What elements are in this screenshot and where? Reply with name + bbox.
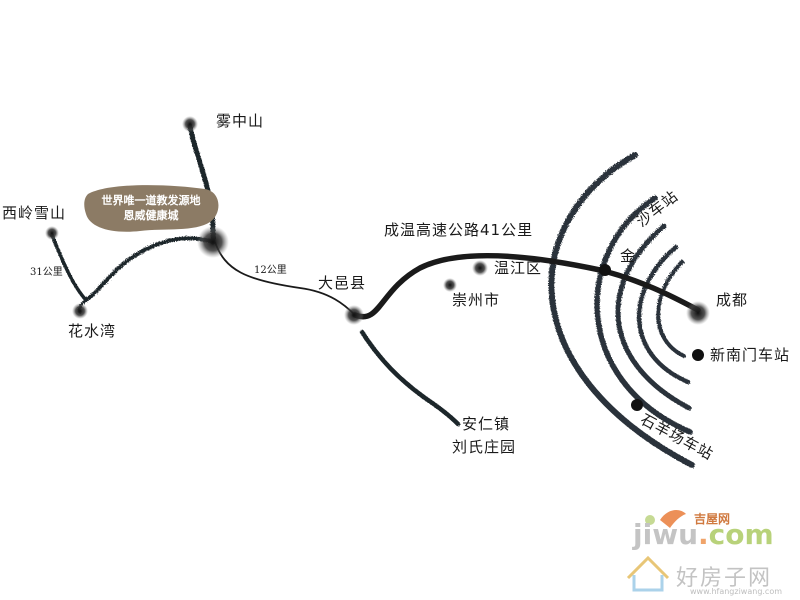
label-chengdu: 成都: [716, 291, 749, 309]
road-anren: [359, 329, 461, 427]
label-dayixian: 大邑县: [318, 274, 367, 292]
watermark-hfz-brand: 好房子网: [676, 566, 773, 591]
highlight-line-2: 恩威健康城: [123, 209, 179, 222]
node-wenjiangqu: [472, 260, 488, 276]
label-jinsha-a: 金: [620, 247, 637, 265]
label-anrenzhen: 安仁镇: [462, 415, 511, 433]
node-enwei: [197, 226, 229, 258]
label-xinnanmen: 新南门车站: [710, 346, 791, 364]
node-huashuiwan: [72, 303, 88, 319]
watermark-jiwu-a: jiwu: [633, 518, 698, 551]
watermark-hfz-url: www.hfangziwang.com: [690, 587, 783, 596]
nodes: [45, 116, 710, 411]
hfz-logo-icon: [626, 555, 670, 592]
node-xilingxueshan: [45, 226, 59, 240]
node-jinsha: [599, 264, 611, 276]
node-dayixian: [344, 305, 364, 325]
label-liushizhuangyuan: 刘氏庄园: [452, 438, 517, 456]
highlight-blob: [84, 185, 219, 232]
label-xilingxueshan: 西岭雪山: [2, 204, 67, 222]
label-distance-12: 12公里: [254, 265, 287, 276]
highway-line: [352, 252, 701, 320]
node-xinnanmen: [692, 349, 704, 361]
node-chongzhoushi: [443, 278, 457, 292]
highlight-line-1: 世界唯一道教发源地: [101, 194, 201, 207]
highlight-text: 世界唯一道教发源地 恩威健康城: [96, 193, 206, 223]
chengdu-rings: [548, 152, 695, 468]
node-wuzhongshan: [182, 116, 198, 132]
jiwu-bird-icon: [645, 510, 686, 528]
label-chongzhoushi: 崇州市: [452, 291, 501, 309]
watermark-jiwu-com: com: [708, 518, 774, 551]
label-highway: 成温高速公路41公里: [384, 221, 534, 239]
node-chengdu: [686, 301, 710, 325]
label-huashuiwan: 花水湾: [68, 322, 117, 340]
road-12km: [214, 241, 356, 316]
watermark-jiwu-dot: .: [698, 518, 709, 551]
watermark-jiwu-brand: 吉屋网: [694, 512, 731, 526]
label-distance-31: 31公里: [30, 267, 63, 278]
label-wuzhongshan: 雾中山: [216, 112, 265, 130]
watermark-jiwu-logo: jiwu.com: [633, 518, 774, 551]
node-shiyangchang: [631, 399, 643, 411]
label-wenjiangqu: 温江区: [494, 259, 543, 277]
